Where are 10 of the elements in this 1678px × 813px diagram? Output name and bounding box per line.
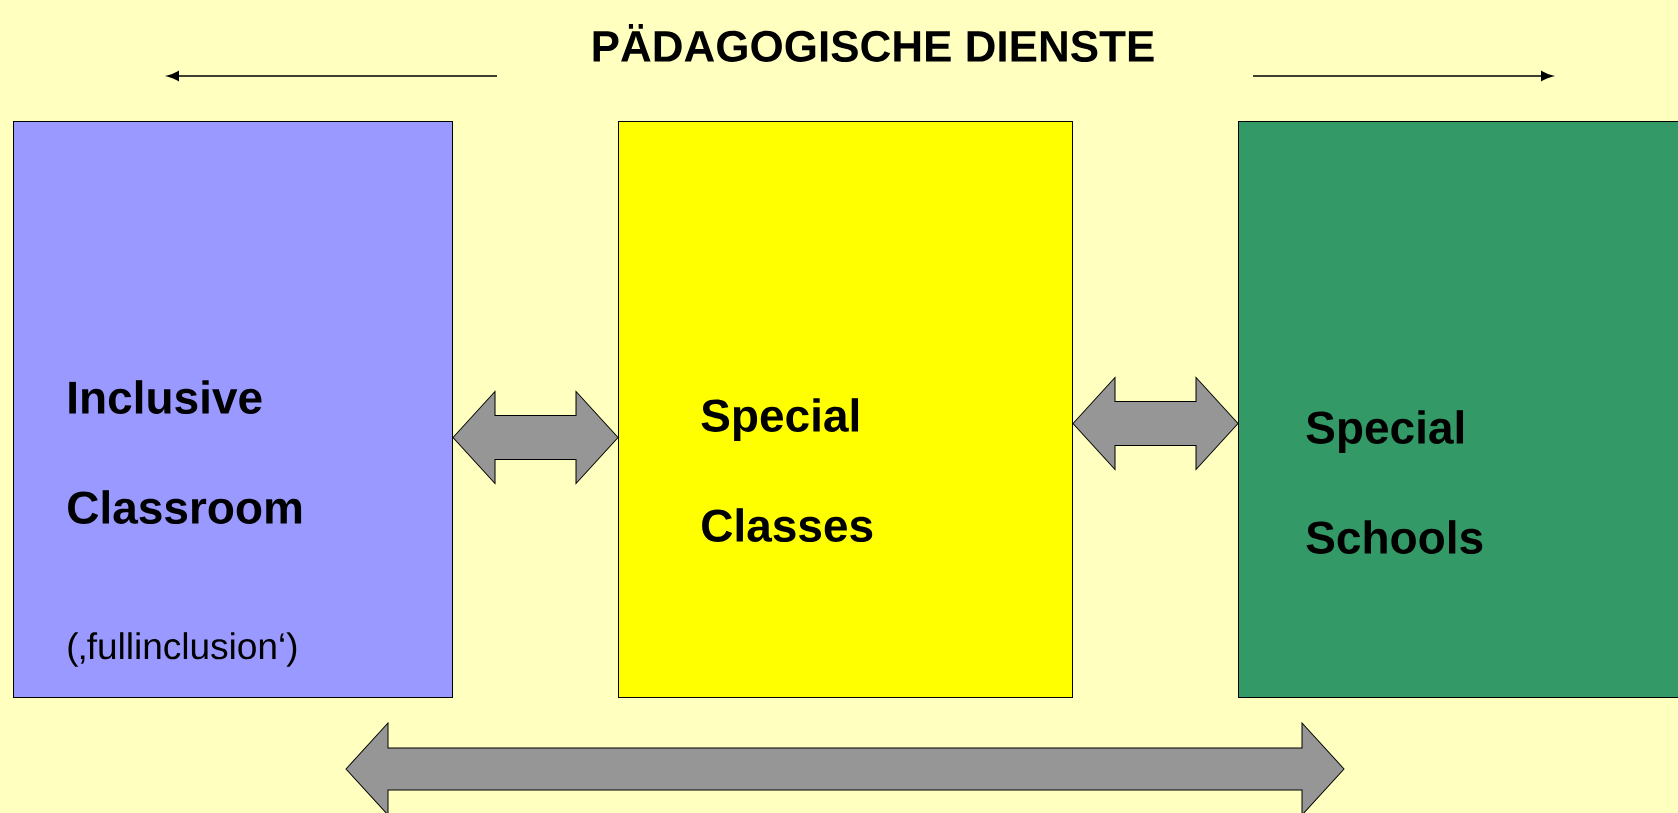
category-box bbox=[13, 121, 453, 698]
category-box bbox=[1238, 121, 1678, 698]
double-arrow bbox=[452, 391, 619, 484]
category-box bbox=[618, 121, 1073, 698]
box-text: Special Schools bbox=[1306, 410, 1483, 554]
double-arrow bbox=[1072, 377, 1239, 470]
box-text: Inclusive Classroom bbox=[68, 380, 302, 524]
box-text: (‚fullinclusion‘) bbox=[68, 632, 297, 667]
box-text: Special Classes bbox=[701, 398, 873, 542]
title: PÄDAGOGISCHE DIENSTE bbox=[593, 24, 1154, 62]
